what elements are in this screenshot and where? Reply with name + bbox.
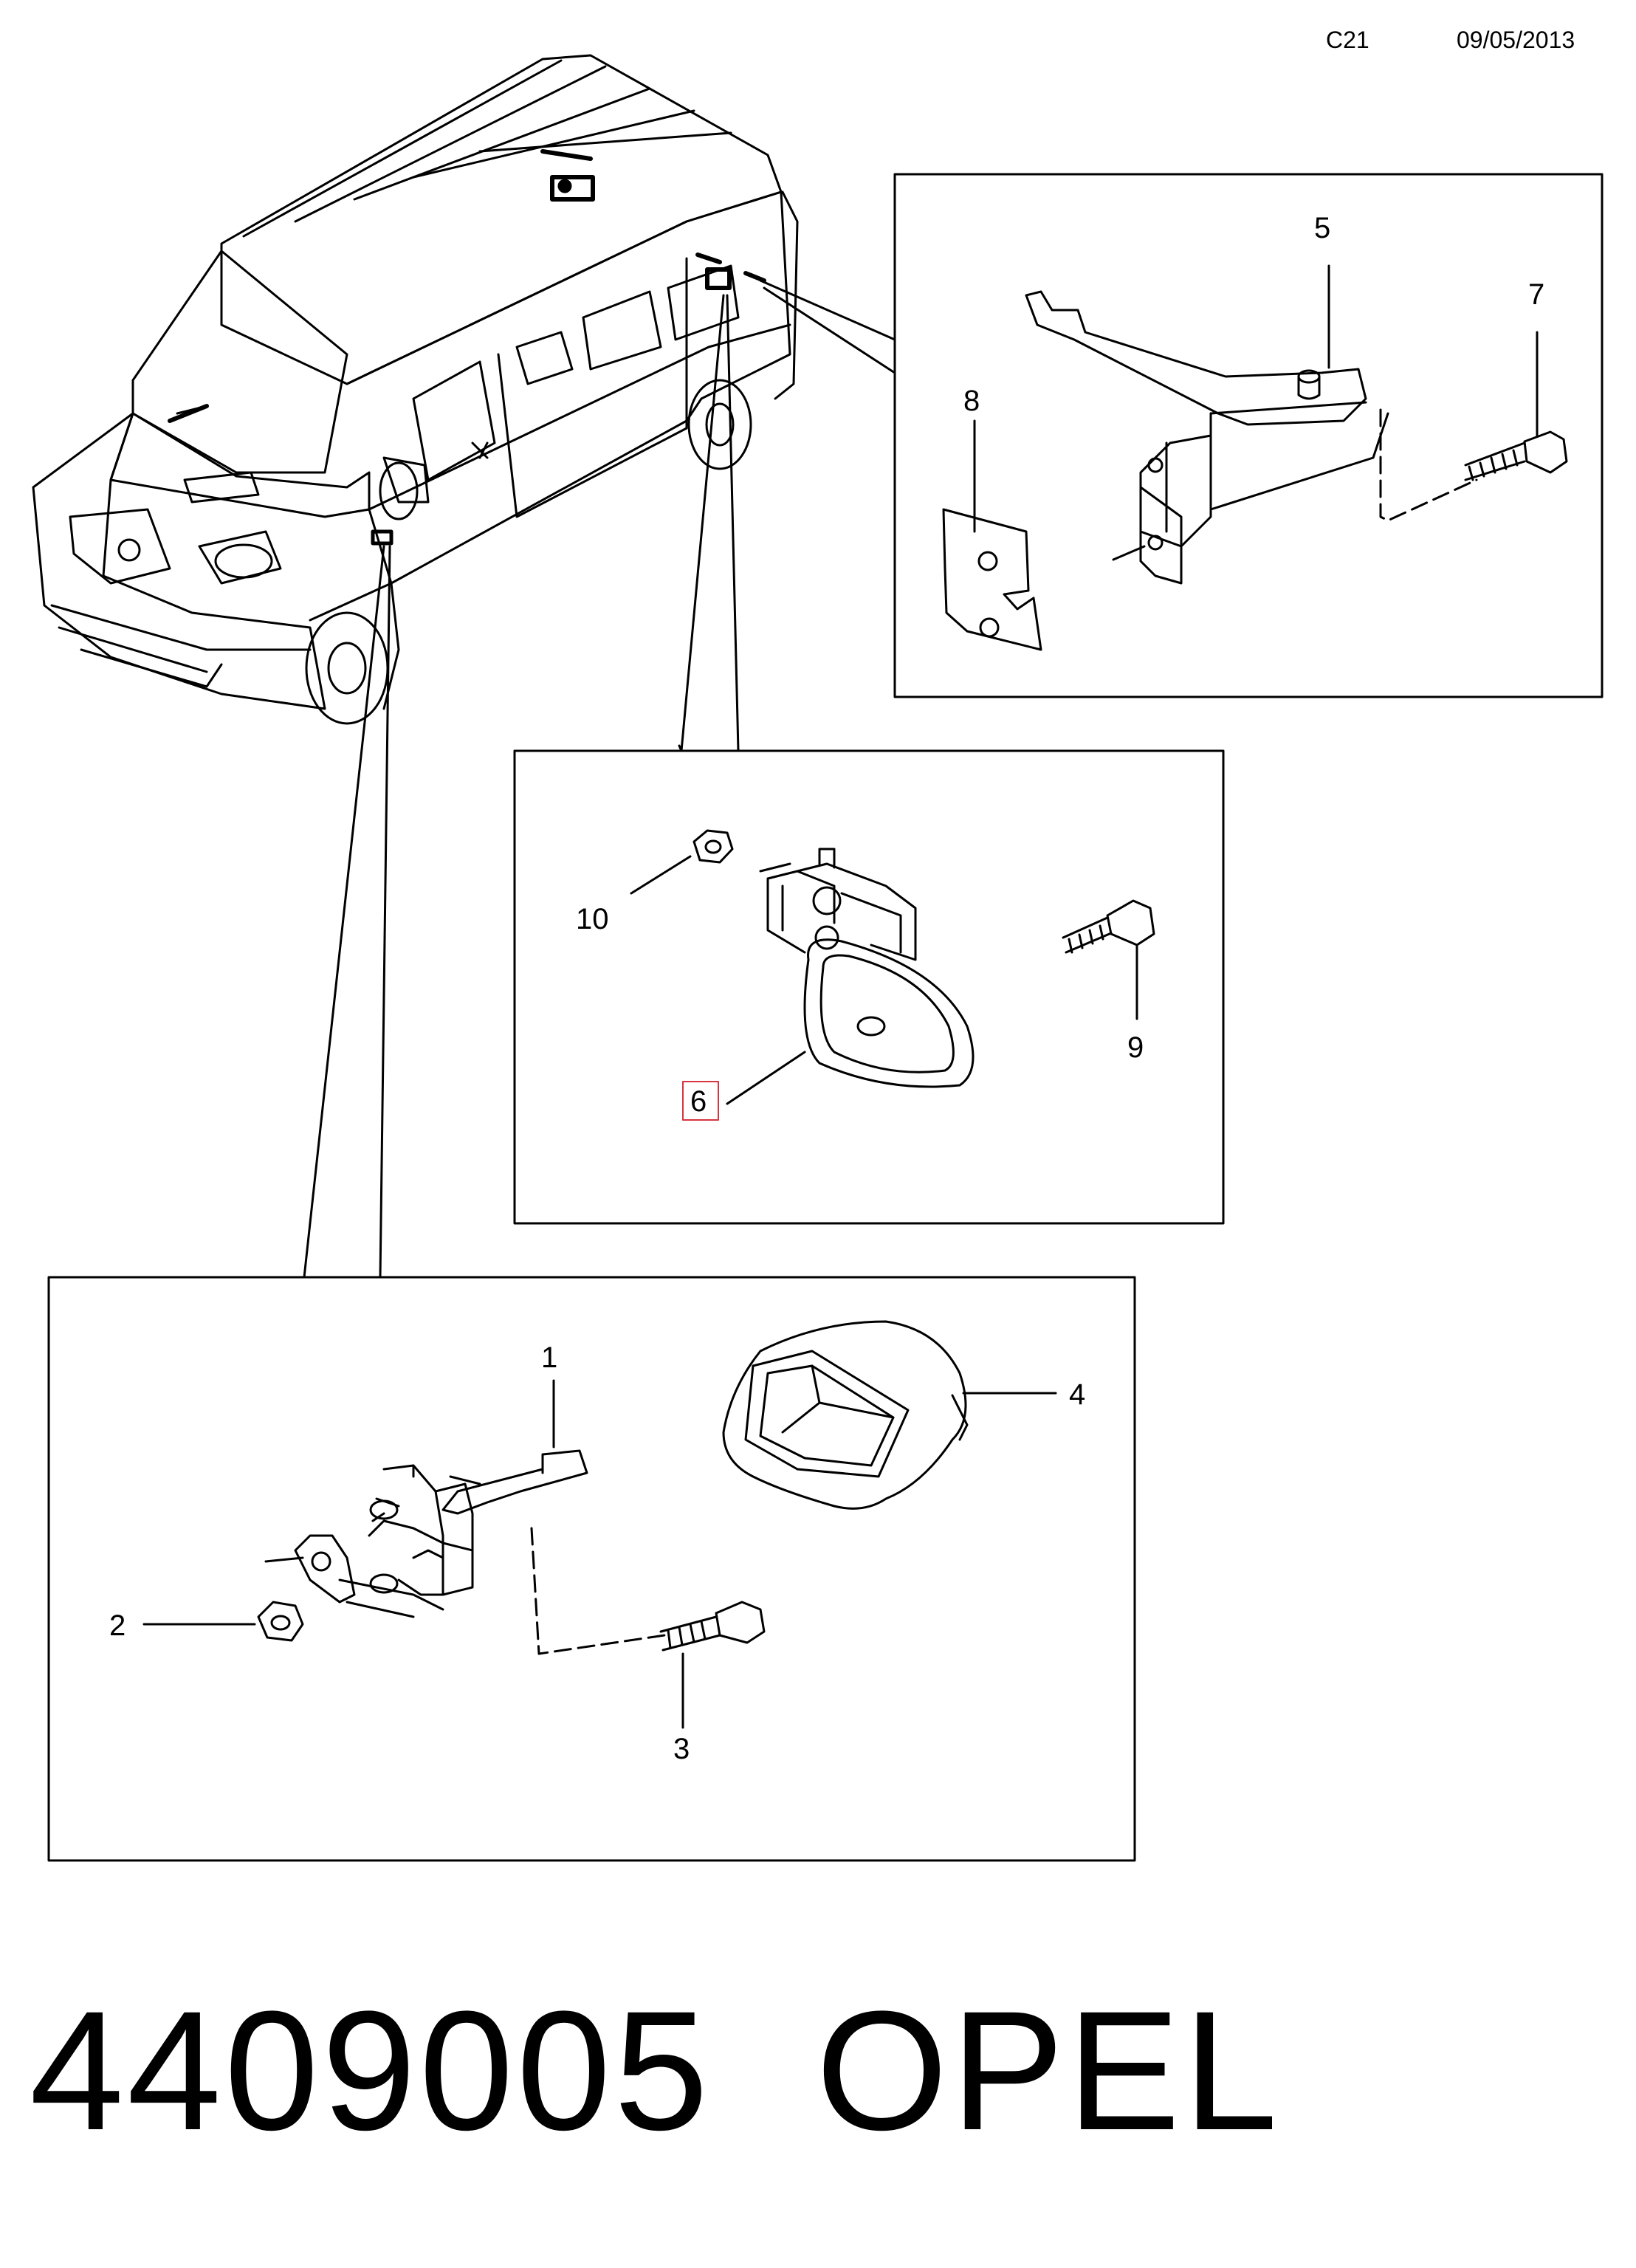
- callout-4: 4: [1069, 1378, 1085, 1411]
- callout-3: 3: [673, 1733, 690, 1765]
- interior-handle-part-6: [759, 848, 975, 1088]
- leader-line: [303, 545, 385, 1279]
- nut-part-2: [257, 1601, 304, 1642]
- diagram-code: C21: [1326, 27, 1369, 53]
- leader-line: [379, 545, 391, 1279]
- callout-8: 8: [963, 385, 980, 417]
- leader-line: [726, 1051, 806, 1105]
- seal-part-4: [722, 1320, 969, 1510]
- bolt-part-7: [1464, 430, 1568, 481]
- part-number: 4409005: [30, 1976, 712, 2165]
- door-check-strap-part-5: [1025, 290, 1389, 585]
- leader-line: [726, 294, 740, 752]
- assembly-line: [530, 1527, 666, 1655]
- diagram-date: 09/05/2013: [1457, 27, 1575, 53]
- hinge-part-1: [264, 1379, 588, 1618]
- assembly-line: [1379, 408, 1478, 522]
- nut-part-10: [692, 829, 734, 864]
- callout-2: 2: [109, 1609, 126, 1642]
- callout-10: 10: [576, 903, 609, 935]
- leader-line: [759, 279, 896, 341]
- highlight-box: [682, 1081, 719, 1121]
- detail-box-hinge: [47, 1276, 1136, 1862]
- callout-6: 6: [690, 1085, 707, 1118]
- leader-line: [763, 286, 896, 374]
- callout-7: 7: [1528, 278, 1544, 311]
- callout-1: 1: [541, 1341, 557, 1374]
- callout-5: 5: [1314, 212, 1330, 244]
- detail-box-door-check: [893, 173, 1604, 698]
- brand-name: OPEL: [816, 1976, 1281, 2165]
- van-illustration: [32, 54, 799, 725]
- bolt-part-3: [659, 1601, 766, 1652]
- detail-box-handle: [513, 749, 1225, 1225]
- shim-plate-part-8: [942, 508, 1042, 651]
- bolt-part-9: [1062, 899, 1155, 954]
- callout-9: 9: [1127, 1031, 1144, 1064]
- leader-line: [630, 855, 692, 895]
